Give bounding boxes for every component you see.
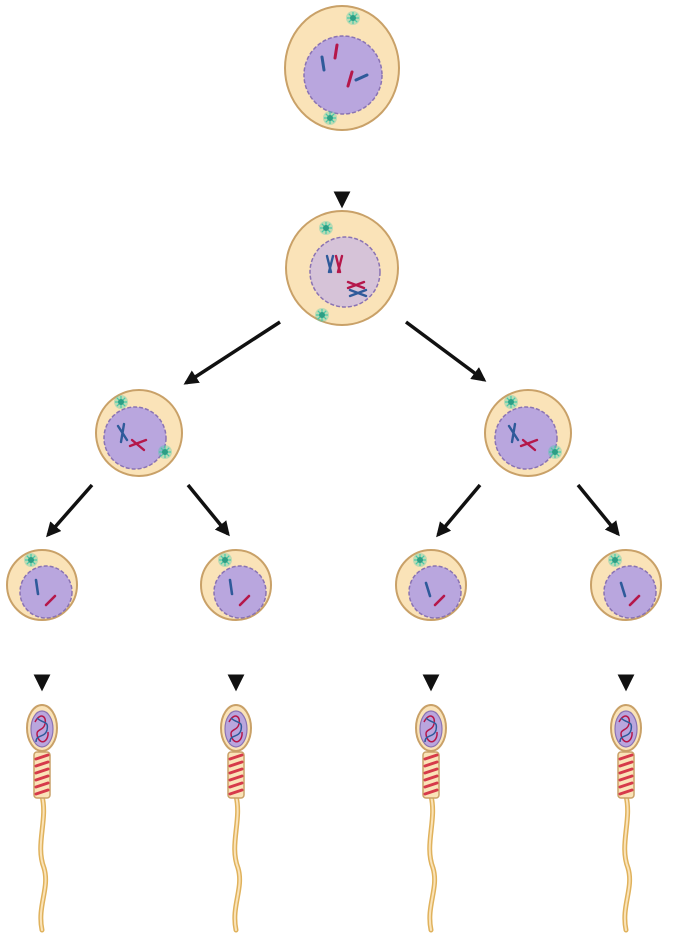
secondary-spermatocyte-cell: [95, 389, 183, 477]
centrosome-icon: [607, 552, 623, 568]
spermatogonium-cell: [284, 5, 400, 131]
chromosome-set: [116, 422, 148, 452]
spermatid-cell: [6, 549, 78, 621]
centrosome-icon: [547, 444, 563, 460]
sperm-cell: [416, 705, 446, 930]
primary-spermatocyte-cell: [285, 210, 399, 326]
arrow-down-right: [576, 483, 620, 537]
centrosome-icon: [157, 444, 173, 460]
replicated-chromosomes: [325, 254, 368, 298]
arrow-down-left: [436, 483, 482, 538]
arrow-down-right: [404, 320, 487, 382]
centrosome-icon: [314, 307, 330, 323]
centrosome-icon: [322, 110, 338, 126]
chromosome-set: [507, 422, 539, 452]
centrosome-icon: [23, 552, 39, 568]
centrosome-icon: [412, 552, 428, 568]
centrosome-icon: [113, 394, 129, 410]
centrosome-icon: [217, 552, 233, 568]
sperm-cell: [26, 704, 58, 933]
arrow-down-left: [46, 483, 94, 538]
arrow-down-left: [183, 320, 281, 385]
secondary-spermatocyte-cell: [484, 389, 572, 477]
chromatin: [34, 715, 49, 743]
sperm-cell: [221, 705, 251, 930]
centrosome-icon: [345, 10, 361, 26]
centrosome-icon: [503, 394, 519, 410]
centrosome-icon: [318, 220, 334, 236]
spermatid-cell: [200, 549, 272, 621]
spermatid-cell: [395, 549, 467, 621]
chromosome-set: [320, 43, 369, 88]
sperm-cell: [611, 705, 641, 930]
arrow-down-right: [186, 483, 230, 537]
spermatid-cell: [590, 549, 662, 621]
